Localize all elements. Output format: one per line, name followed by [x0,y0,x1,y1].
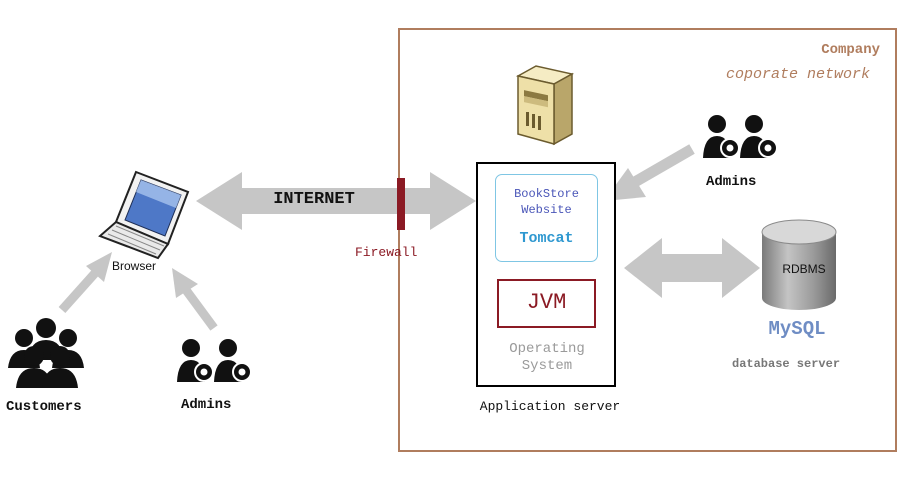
database-cylinder-icon [761,219,837,310]
application-server-label: Application server [479,399,621,414]
tomcat-label: Tomcat [519,230,574,247]
operating-system-label: Operating System [509,341,585,374]
rdbms-label: RDBMS [782,262,826,276]
jvm-label: JVM [526,290,567,315]
firewall-label: Firewall [355,245,418,260]
mysql-label: MySQL [768,318,826,340]
jvm-box [497,279,596,328]
company-subtitle: coporate network [725,66,870,83]
admin-gear-icon [703,115,778,158]
customers-to-browser-arrow [86,252,112,282]
company-title: Company [821,42,880,58]
laptop-icon [98,170,190,260]
tomcat-container [495,174,598,262]
admins-to-browser-arrow [172,268,198,298]
server-tower-icon [515,65,575,146]
admins-left-label: Admins [181,397,232,413]
internet-double-arrow [196,172,476,230]
database-double-arrow [624,238,760,298]
customers-label: Customers [6,399,82,415]
company-network-boundary [398,28,897,452]
browser-label: Browser [112,259,157,273]
user-group-icon [8,318,84,388]
admin-gear-icon [177,339,252,382]
database-server-label: database server [732,357,841,371]
firewall-bar [397,178,405,230]
admins-right-label: Admins [706,174,757,190]
internet-label: INTERNET [273,190,355,209]
bookstore-website-label: BookStore Website [514,187,579,217]
